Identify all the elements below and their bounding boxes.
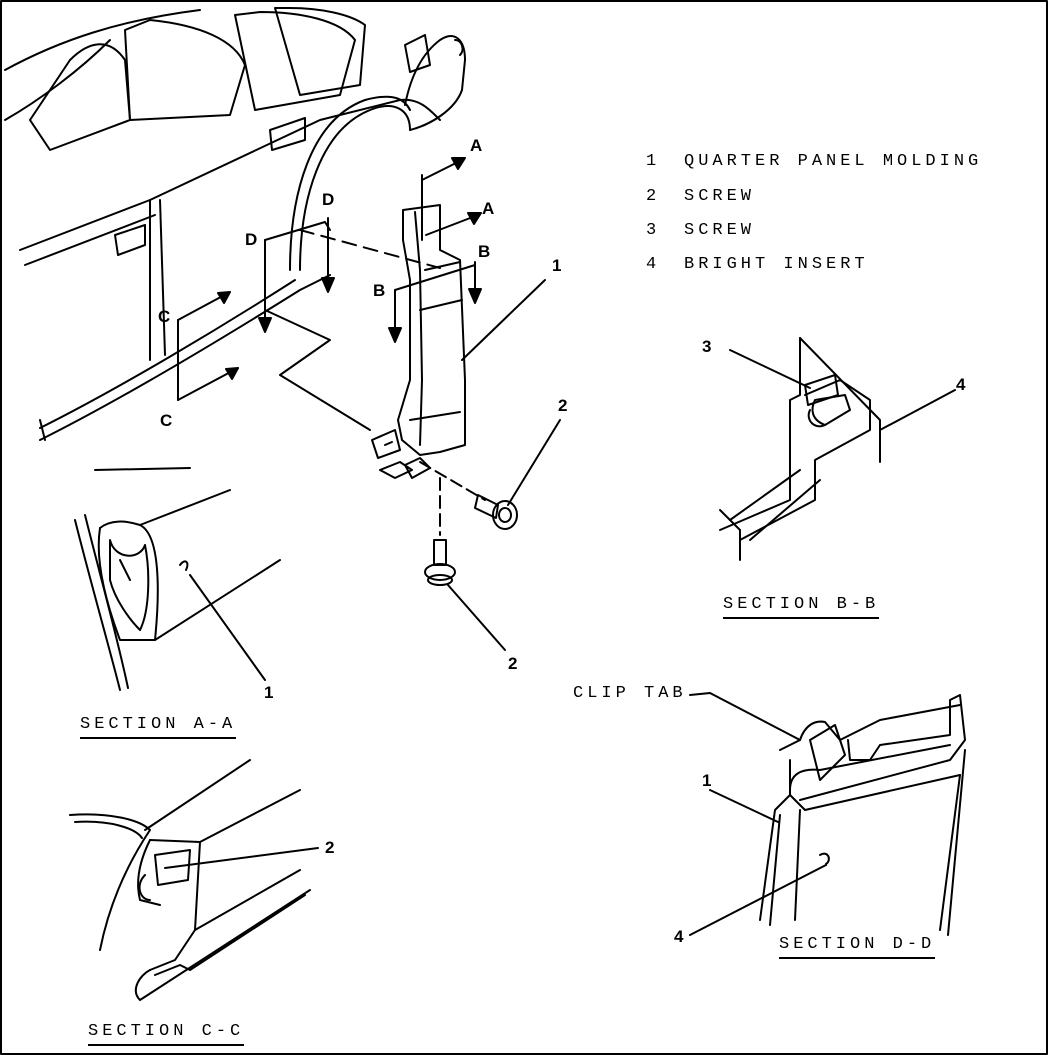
- legend-item-3: 3 SCREW: [646, 222, 755, 239]
- section-dd-drawing: [690, 693, 965, 935]
- section-aa-title: SECTION A-A: [80, 716, 237, 739]
- legend-text: SCREW: [684, 187, 756, 206]
- section-dd-title: SECTION D-D: [779, 936, 936, 959]
- legend-text: SCREW: [684, 221, 756, 240]
- callout-dd-4: 4: [674, 927, 684, 946]
- callout-aa-1: 1: [264, 683, 274, 702]
- section-letter-a-top: A: [470, 136, 483, 155]
- quarter-panel-molding: [372, 205, 560, 650]
- section-letter-c-top: C: [158, 307, 171, 326]
- legend-item-4: 4 BRIGHT INSERT: [646, 256, 869, 273]
- section-aa-drawing: [75, 468, 280, 690]
- callout-bb-3: 3: [702, 337, 712, 356]
- section-cc-title: SECTION C-C: [88, 1023, 245, 1046]
- section-letter-d-left: D: [245, 230, 258, 249]
- section-bb-drawing: [720, 338, 955, 560]
- section-cc-drawing: [70, 760, 318, 1000]
- callout-cc-2: 2: [325, 838, 335, 857]
- legend-number: 4: [646, 255, 661, 274]
- section-letter-a-mid: A: [482, 199, 495, 218]
- section-letter-b-right: B: [478, 242, 491, 261]
- section-bb-title: SECTION B-B: [723, 596, 880, 619]
- section-letter-d-top: D: [322, 190, 335, 209]
- callout-bb-4: 4: [956, 375, 966, 394]
- legend-number: 2: [646, 187, 661, 206]
- callout-dd-1: 1: [702, 771, 712, 790]
- legend-item-1: 1 QUARTER PANEL MOLDING: [646, 153, 982, 170]
- legend-item-2: 2 SCREW: [646, 188, 755, 205]
- callout-screw-side-2: 2: [558, 396, 568, 415]
- section-letter-c-bottom: C: [160, 411, 173, 430]
- legend-number: 1: [646, 152, 661, 171]
- legend-number: 3: [646, 221, 661, 240]
- clip-tab-label: CLIP TAB: [573, 684, 687, 703]
- legend-text: BRIGHT INSERT: [684, 255, 869, 274]
- callout-molding-1: 1: [552, 256, 562, 275]
- callout-screw-bottom-2: 2: [508, 654, 518, 673]
- section-letter-b-left: B: [373, 281, 386, 300]
- legend-text: QUARTER PANEL MOLDING: [684, 152, 983, 171]
